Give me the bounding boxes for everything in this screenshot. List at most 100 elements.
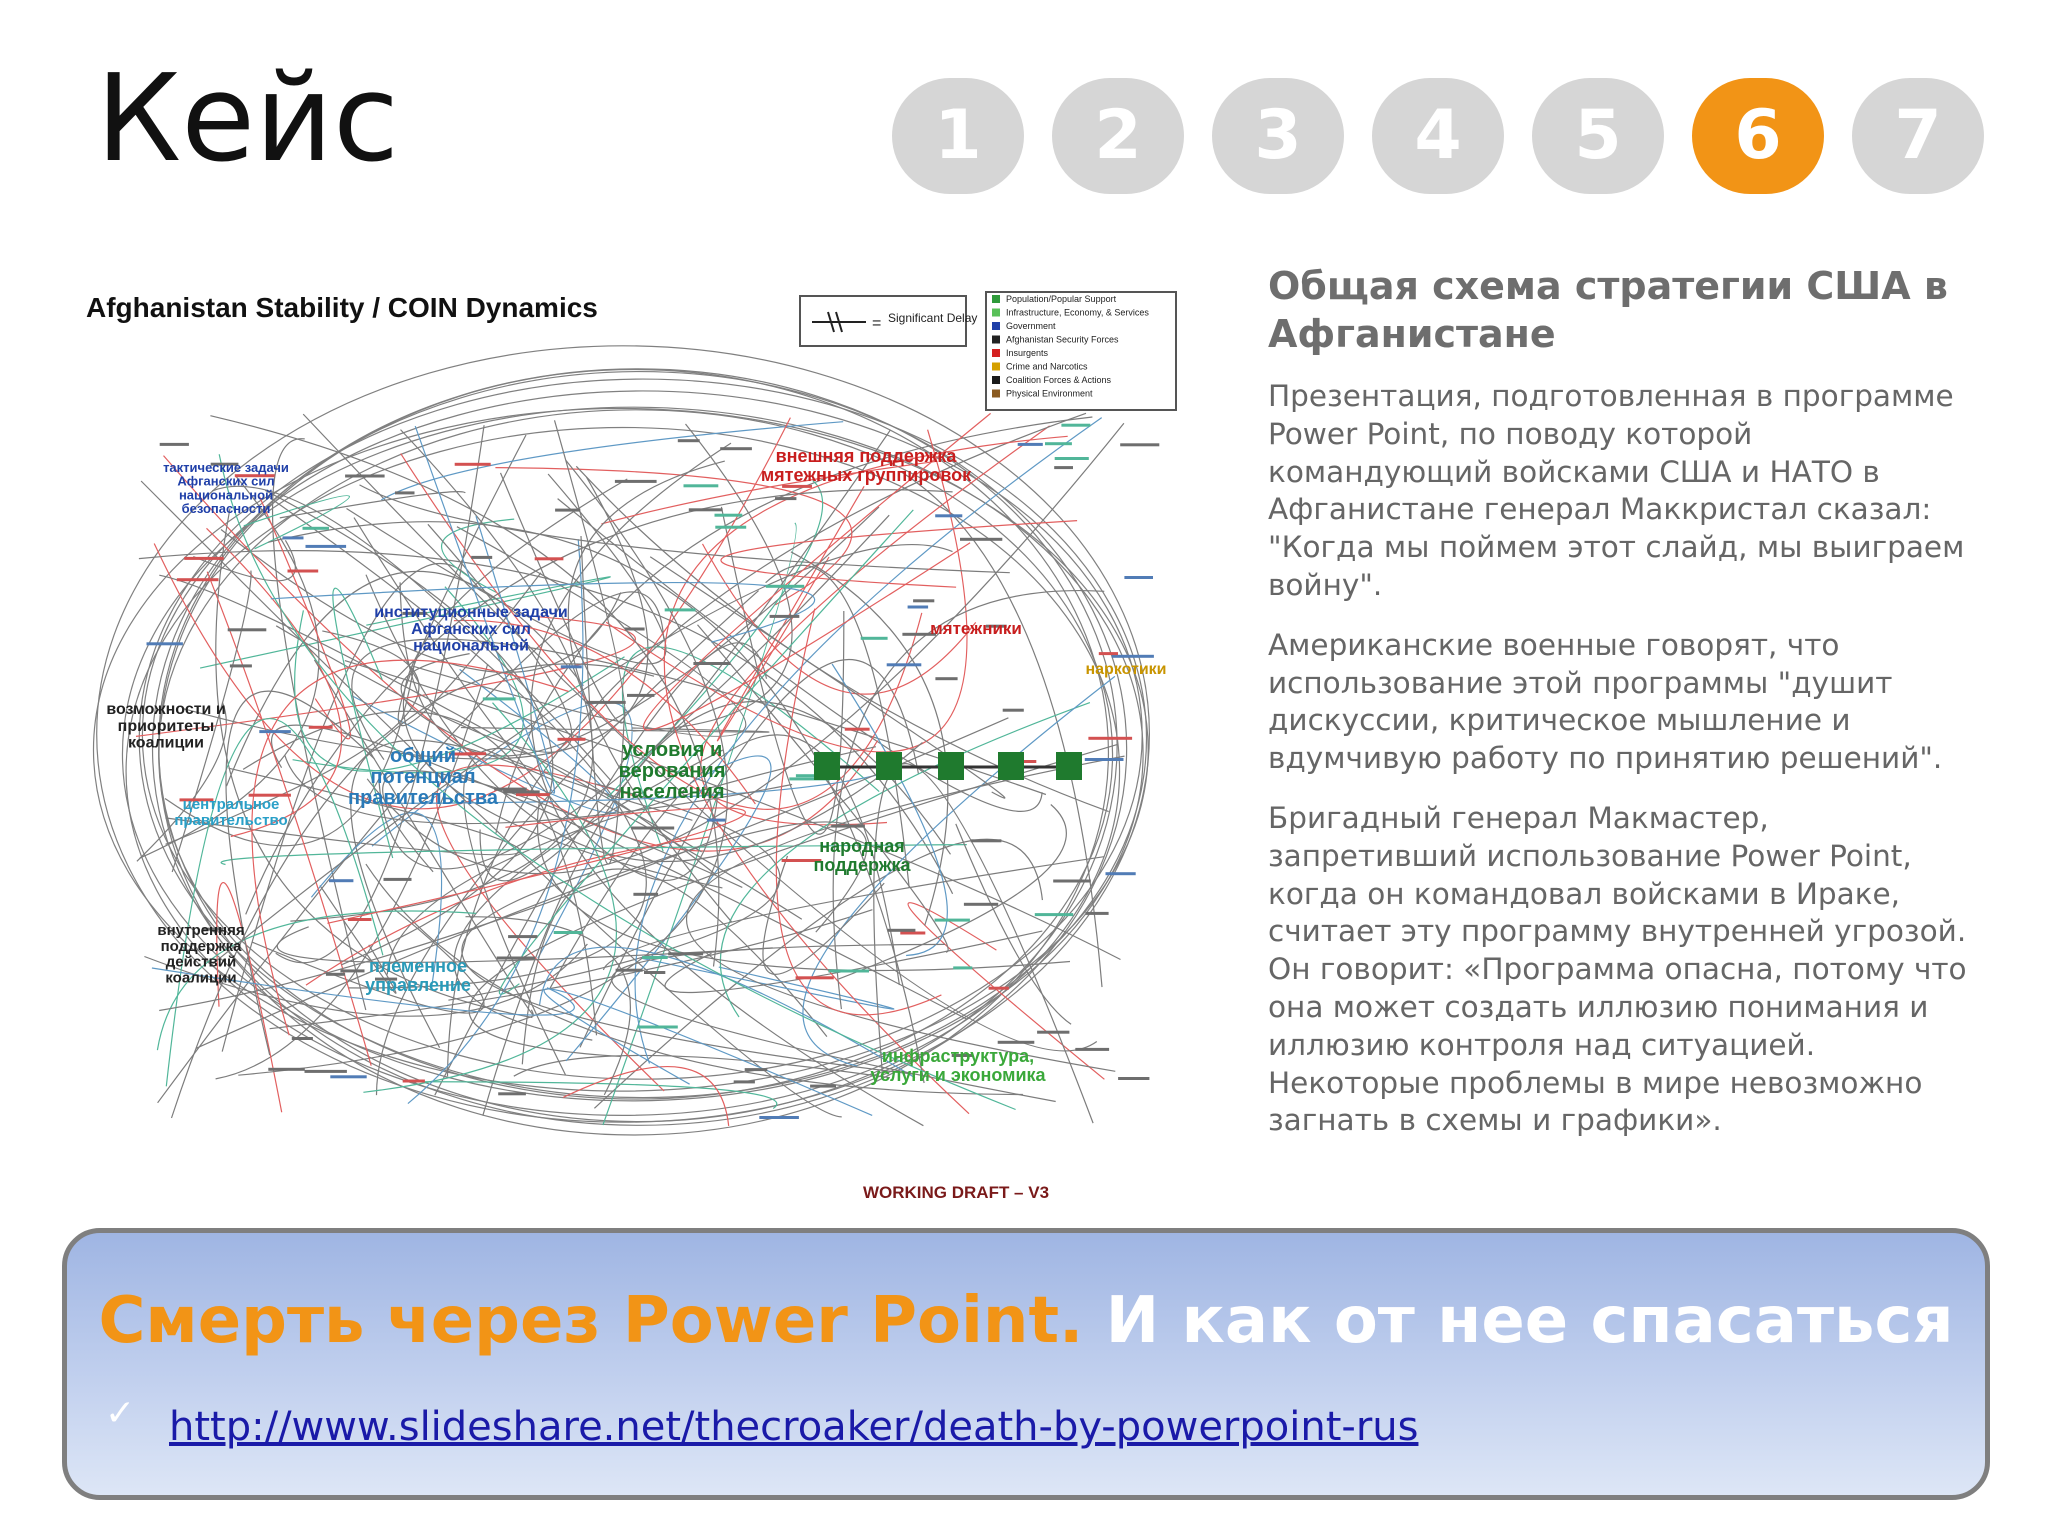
node-text-mark <box>449 752 474 756</box>
cluster-label-line: внутренняя <box>157 922 244 939</box>
node-text-mark <box>1118 1077 1150 1080</box>
cluster-label-line: коалиции <box>165 969 236 986</box>
node-text-mark <box>503 790 540 794</box>
node-text-mark <box>668 952 704 956</box>
node-text-mark <box>345 474 385 478</box>
node-text-mark <box>395 491 415 495</box>
node-text-mark <box>744 1068 768 1072</box>
loop-link <box>359 484 1010 574</box>
category-legend: Population/Popular SupportInfrastructure… <box>985 291 1177 411</box>
node-text-mark <box>482 697 516 701</box>
node-text-mark <box>988 986 1009 990</box>
loop-link <box>195 821 868 1049</box>
loop-link <box>215 663 489 1080</box>
node-text-mark <box>714 513 743 517</box>
loop-link <box>382 770 743 888</box>
loop-link <box>495 416 1093 834</box>
banner-title-orange: Смерть через Power Point. <box>98 1284 1084 1358</box>
loop-link <box>210 415 720 967</box>
node-text-mark <box>1088 736 1133 740</box>
loop-link <box>716 485 865 742</box>
node-text-mark <box>1034 913 1074 917</box>
loop-link <box>157 591 665 1104</box>
node-text-mark <box>970 839 1002 843</box>
loop-link <box>199 576 611 669</box>
loop-ellipse <box>121 406 1144 1102</box>
cluster-label-line: мятежники <box>930 619 1022 638</box>
loop-link <box>243 495 350 550</box>
node-text-mark <box>560 665 582 669</box>
node-text-mark <box>934 918 970 922</box>
step-7[interactable]: 7 <box>1852 78 1984 194</box>
step-2[interactable]: 2 <box>1052 78 1184 194</box>
step-6[interactable]: 6 <box>1692 78 1824 194</box>
node-text-mark <box>1045 442 1072 446</box>
source-banner: Смерть через Power Point. И как от нее с… <box>62 1228 1990 1500</box>
node-text-mark <box>234 474 275 478</box>
step-1[interactable]: 1 <box>892 78 1024 194</box>
cluster-label-line: общий <box>390 745 456 767</box>
banner-title: Смерть через Power Point. И как от нее с… <box>67 1289 1985 1353</box>
node-text-mark <box>1054 466 1073 470</box>
loop-link <box>211 485 612 781</box>
node-text-mark <box>789 777 831 781</box>
loop-link <box>664 930 1043 994</box>
node-text-mark <box>471 555 493 559</box>
loop-link <box>279 491 466 519</box>
cluster-label-line: поддержка <box>161 938 243 955</box>
loop-link <box>171 570 252 873</box>
cluster-label-line: управление <box>365 975 471 995</box>
node-text-mark <box>464 752 486 756</box>
node-text-mark <box>795 774 830 778</box>
legend-swatch <box>992 308 1000 317</box>
description-heading: Общая схема стратегии США в Афганистане <box>1268 264 1948 356</box>
loop-link <box>536 799 1071 972</box>
loop-link <box>216 882 283 1113</box>
node-text-mark <box>1124 576 1153 579</box>
loop-link <box>267 521 925 1084</box>
node-text-mark <box>720 447 752 451</box>
node-text-mark <box>951 1054 974 1057</box>
node-text-mark <box>184 556 224 560</box>
delay-label: Significant Delay <box>888 311 977 325</box>
loop-ellipse <box>92 407 1149 1092</box>
delay-legend: = Significant Delay <box>799 295 977 347</box>
step-4[interactable]: 4 <box>1372 78 1504 194</box>
loop-link <box>832 589 1105 1010</box>
cluster-label-line: народная <box>819 836 904 856</box>
legend-label: Coalition Forces & Actions <box>1006 375 1112 385</box>
loop-link <box>479 429 891 882</box>
loop-link <box>140 480 842 1118</box>
loop-link <box>468 744 1118 1057</box>
loop-link <box>170 663 655 1119</box>
node-text-mark <box>775 497 797 501</box>
node-text-mark <box>383 877 412 881</box>
node-text-mark <box>782 484 812 488</box>
loop-link <box>193 539 296 582</box>
loop-link <box>621 646 880 852</box>
node-text-mark <box>683 484 719 488</box>
node-text-mark <box>887 928 916 932</box>
node-text-mark <box>347 918 372 921</box>
source-link[interactable]: http://www.slideshare.net/thecroaker/dea… <box>169 1404 1419 1450</box>
node-text-mark <box>1002 708 1024 712</box>
cluster-insurgents: мятежники <box>930 619 1022 638</box>
node-text-mark <box>637 1025 678 1029</box>
step-5[interactable]: 5 <box>1532 78 1664 194</box>
step-3[interactable]: 3 <box>1212 78 1344 194</box>
loop-link <box>498 509 914 995</box>
node-text-mark <box>325 972 346 976</box>
node-text-mark <box>664 608 696 612</box>
diagram-title: Afghanistan Stability / COIN Dynamics <box>86 292 598 323</box>
node-text-mark <box>706 818 726 822</box>
cluster-label-line: верования <box>619 760 726 782</box>
loop-link <box>539 946 916 1079</box>
loop-link <box>380 421 844 501</box>
loop-link <box>386 746 877 975</box>
node-text-mark <box>375 977 398 981</box>
legend-label: Physical Environment <box>1006 389 1093 399</box>
node-text-mark <box>810 1084 836 1088</box>
